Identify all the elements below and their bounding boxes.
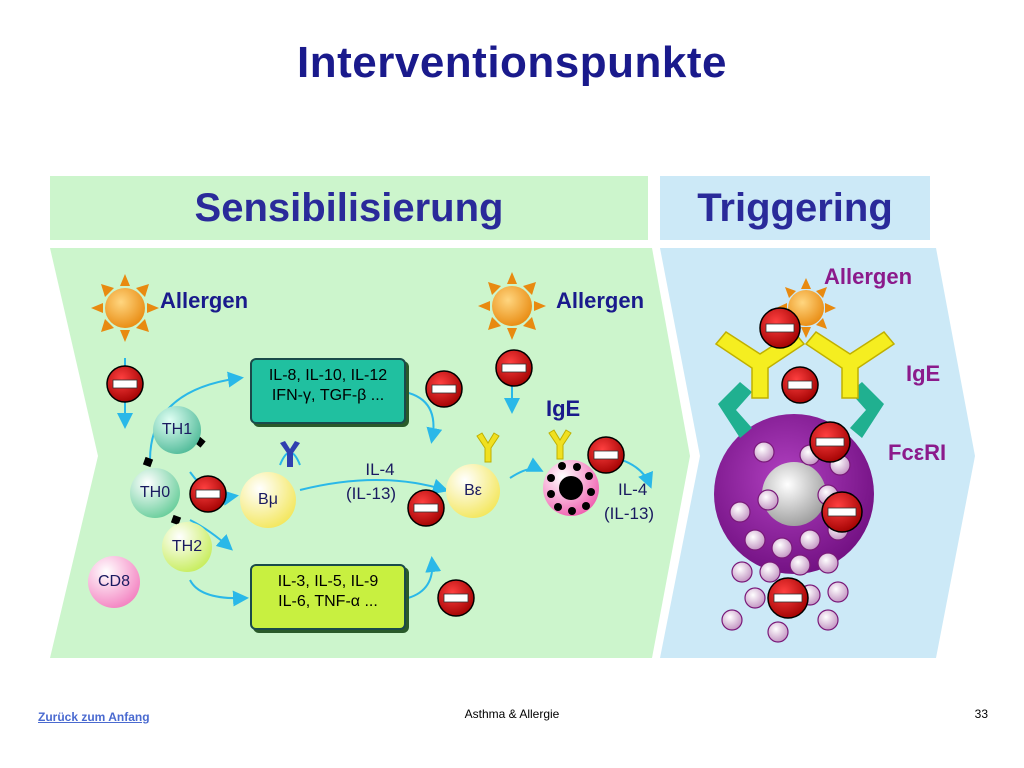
il4-label-mid: IL-4 <box>365 460 395 479</box>
inhibitor-icon <box>106 307 863 619</box>
il13-label-right: (IL-13) <box>604 504 655 523</box>
ige-label-right: IgE <box>906 361 941 386</box>
allergen-label-right: Allergen <box>824 264 913 289</box>
back-to-start-link[interactable]: Zurück zum Anfang <box>38 710 150 724</box>
th2-cytokines-line-1: IL-3, IL-5, IL-9 <box>277 573 379 590</box>
cell-th2: TH2 <box>162 522 212 572</box>
th2-cytokines-line-2: IL-6, TNF-α ... <box>278 593 378 610</box>
cell-b-epsilon-label: Bε <box>464 482 482 499</box>
cell-b-epsilon: Bε <box>446 464 500 518</box>
allergen-sun-icon <box>478 272 546 340</box>
ige-icon <box>476 432 500 463</box>
allergen-label-left: Allergen <box>160 288 249 313</box>
cell-b-mu: Bμ <box>240 472 296 528</box>
allergen-label-mid: Allergen <box>556 288 645 313</box>
cell-th2-label: TH2 <box>171 538 203 555</box>
th2-cytokine-box: IL-3, IL-5, IL-9 IL-6, TNF-α ... <box>250 564 406 630</box>
cell-th1: TH1 <box>153 406 201 454</box>
ige-label-mid: IgE <box>546 396 581 421</box>
header-sensibilisierung: Sensibilisierung <box>50 176 648 240</box>
fceri-label: FcεRI <box>888 440 947 465</box>
mast-cell-small-icon <box>543 460 599 516</box>
footer-title: Asthma & Allergie <box>464 707 560 721</box>
slide-title: Interventionspunkte <box>297 38 727 87</box>
page-number: 33 <box>974 707 988 721</box>
cell-th0: TH0 <box>130 468 180 518</box>
cell-b-mu-label: Bμ <box>258 491 278 508</box>
cell-th1-label: TH1 <box>161 421 193 438</box>
th1-cytokines-line-2: IFN-γ, TGF-β ... <box>271 387 385 404</box>
allergen-sun-icon <box>91 274 159 342</box>
cell-cd8-label: CD8 <box>97 573 130 590</box>
th1-cytokines-line-1: IL-8, IL-10, IL-12 <box>268 367 388 384</box>
th1-cytokine-box: IL-8, IL-10, IL-12 IFN-γ, TGF-β ... <box>250 358 406 424</box>
cell-th0-label: TH0 <box>139 484 171 501</box>
header-triggering: Triggering <box>660 176 930 240</box>
cell-cd8: CD8 <box>88 556 140 608</box>
receptor-icon <box>280 441 300 467</box>
il4-label-right: IL-4 <box>618 480 648 499</box>
ige-icon <box>548 429 572 460</box>
il13-label-mid: (IL-13) <box>346 484 397 503</box>
